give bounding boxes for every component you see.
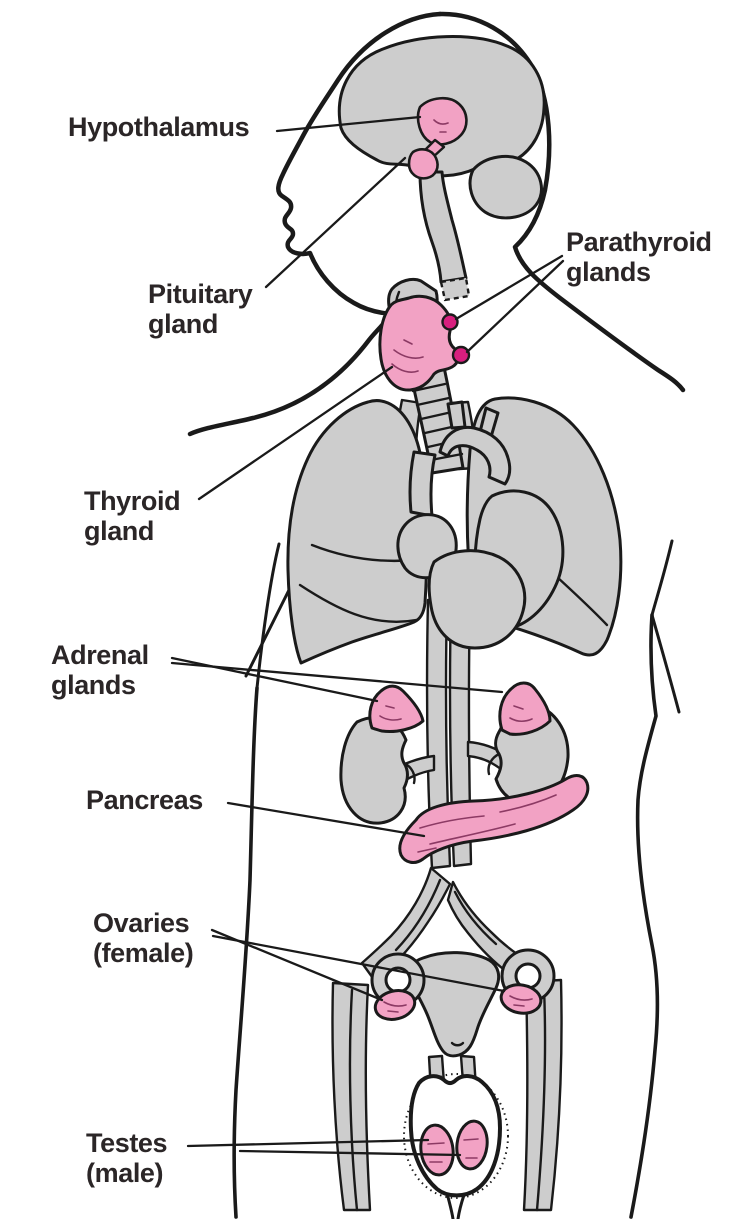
glands-pink xyxy=(368,97,590,1177)
leader-ovary-right xyxy=(211,934,506,993)
parathyroid-dot-lower xyxy=(451,345,471,365)
aorta-tube xyxy=(425,598,452,870)
label-hypothalamus: Hypothalamus xyxy=(68,112,250,142)
leader-lines xyxy=(170,115,565,1157)
scrotum-fuzz xyxy=(403,1073,509,1199)
scrotum-stub-1 xyxy=(446,1195,455,1219)
label-parathyroid-glands: Parathyroid glands xyxy=(566,227,712,287)
parathyroid-dot-upper xyxy=(441,313,459,331)
pancreas-texture xyxy=(417,794,557,853)
ovary-right-shape xyxy=(499,983,543,1015)
head-face-outline xyxy=(276,11,443,317)
uterus-detail xyxy=(450,1041,465,1047)
label-thyroid-gland: Thyroid gland xyxy=(84,486,181,546)
ovary-left-shape xyxy=(373,989,417,1021)
leader-testes-2 xyxy=(238,1149,462,1157)
right-armpit-hatch-2 xyxy=(650,613,681,714)
leader-pituitary xyxy=(264,156,407,289)
kidney-left-hilum xyxy=(402,761,416,785)
heart-ventricles xyxy=(427,549,527,650)
leader-parathyroid-lower xyxy=(465,259,565,354)
leader-adrenal-left xyxy=(170,656,379,703)
aortic-arch-branch-1 xyxy=(446,400,467,430)
iliac-inner-line-right xyxy=(453,890,498,946)
iliac-inner-line-left xyxy=(394,878,442,952)
adrenal-right-shape xyxy=(498,681,552,736)
spinal-cord-stub xyxy=(439,276,471,302)
brainstem xyxy=(418,170,468,284)
testes-texture xyxy=(427,1138,479,1163)
kidney-right-hilum xyxy=(487,752,501,776)
label-adrenal-glands: Adrenal glands xyxy=(51,640,149,700)
label-testes: Testes (male) xyxy=(86,1128,168,1188)
ovary-right-texture xyxy=(509,995,533,1007)
kidney-left xyxy=(339,716,409,825)
leader-pancreas xyxy=(226,801,426,838)
aortic-arch xyxy=(438,425,512,486)
scrotum-stub-2 xyxy=(456,1193,466,1219)
torso-left-edge xyxy=(232,686,259,1219)
thyroid-texture xyxy=(391,339,424,373)
superior-vena-cava xyxy=(408,450,437,518)
left-armpit-hatch-2 xyxy=(244,584,293,678)
torso-right-edge xyxy=(629,613,660,1219)
right-armpit-hatch xyxy=(650,539,674,617)
hypothalamus-shape xyxy=(416,97,468,146)
neck-left-shoulder-outline xyxy=(187,311,395,437)
leader-adrenal-right xyxy=(170,661,504,694)
hypothalamus-texture xyxy=(433,119,449,133)
lung-left xyxy=(286,399,429,665)
leader-testes-1 xyxy=(186,1138,430,1148)
testis-left-shape xyxy=(419,1123,455,1177)
vena-cava-tube xyxy=(448,598,473,868)
lung-left-fissure-2 xyxy=(298,583,418,623)
femoral-inner-line-left xyxy=(348,988,359,1212)
femoral-vessels-right xyxy=(522,978,563,1212)
label-pituitary-gland: Pituitary gland xyxy=(148,279,253,339)
adrenal-right-texture xyxy=(509,705,533,722)
testis-right-shape xyxy=(455,1119,489,1171)
ovary-left-texture xyxy=(383,1001,407,1013)
adrenal-left-texture xyxy=(379,705,402,721)
femoral-inner-line-right xyxy=(535,986,547,1212)
uterus xyxy=(408,951,501,1058)
label-pancreas: Pancreas xyxy=(86,785,203,815)
brain-cerebellum xyxy=(468,154,543,220)
leader-thyroid xyxy=(197,365,394,501)
leader-parathyroid-upper xyxy=(454,254,564,321)
organs-gray xyxy=(286,35,623,1212)
adrenal-left-shape xyxy=(368,684,425,733)
leader-hypothalamus xyxy=(275,115,422,133)
label-ovaries: Ovaries (female) xyxy=(93,908,194,968)
pituitary-shape xyxy=(407,148,439,180)
